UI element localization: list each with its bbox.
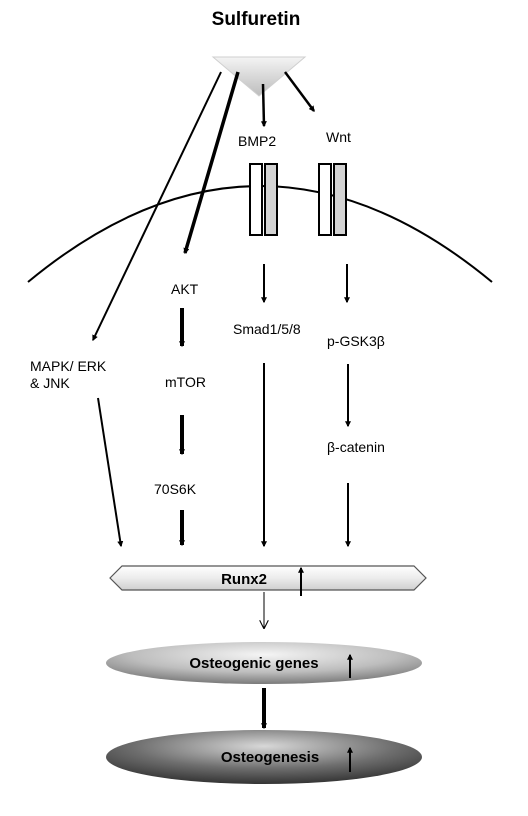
label-70s6k: 70S6K (154, 481, 197, 497)
bmp2-receptor-icon (249, 163, 278, 236)
label-smad: Smad1/5/8 (233, 321, 301, 337)
label-jnk: & JNK (30, 375, 70, 391)
label-mtor: mTOR (165, 374, 206, 390)
arrow-to-akt (183, 71, 240, 255)
label-mapk: MAPK/ ERK (30, 358, 107, 374)
title-sulfuretin: Sulfuretin (212, 9, 301, 30)
label-osteogenic-genes: Osteogenic genes (189, 655, 318, 672)
label-osteogenesis: Osteogenesis (221, 749, 319, 766)
arrow-mapk-to-runx2 (97, 397, 124, 548)
label-wnt: Wnt (326, 129, 351, 145)
arrow-to-wnt (283, 71, 316, 112)
osteogenic-genes-ellipse (106, 642, 422, 684)
label-akt: AKT (171, 281, 199, 297)
sulfuretin-arrow-icon (211, 56, 307, 97)
arrow-to-mapk (92, 71, 222, 342)
label-pgsk3b: p-GSK3β (327, 333, 385, 349)
runx2-bar (109, 565, 427, 591)
label-bmp2: BMP2 (238, 133, 276, 149)
wnt-receptor-icon (318, 163, 347, 236)
label-runx2: Runx2 (221, 571, 267, 588)
label-beta-catenin: β-catenin (327, 439, 385, 455)
osteogenesis-ellipse (106, 730, 422, 784)
arrow-to-bmp2 (260, 83, 267, 128)
